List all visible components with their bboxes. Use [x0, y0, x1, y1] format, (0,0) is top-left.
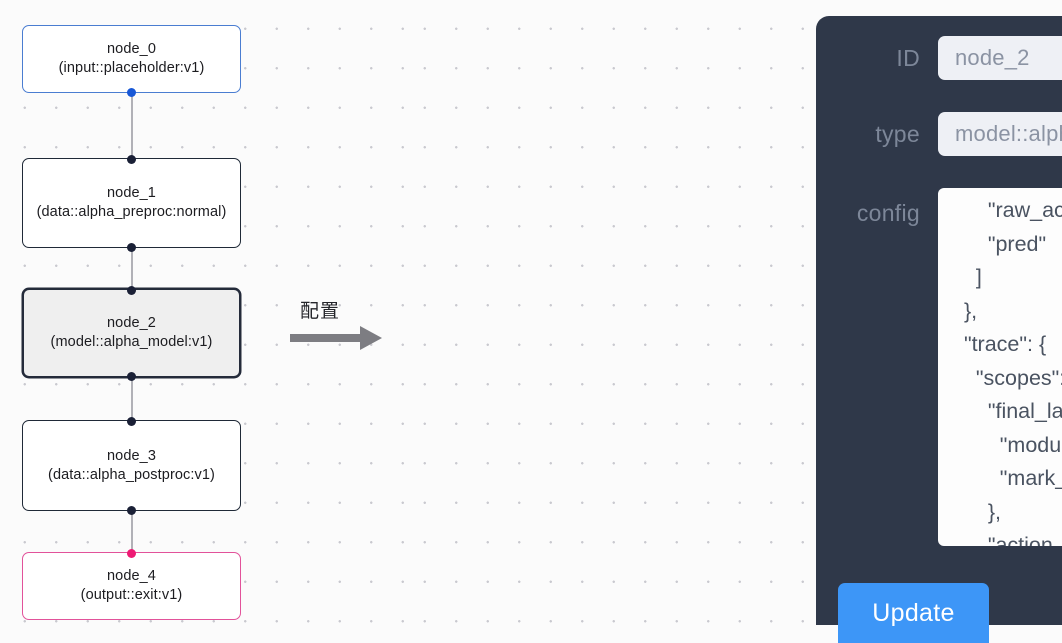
flow-node-node_2[interactable]: node_2(model::alpha_model:v1) [22, 285, 241, 381]
arrow-label: 配置 [300, 300, 341, 322]
flow-node-label: node_4(output::exit:v1) [80, 568, 183, 603]
config-textarea[interactable] [938, 188, 1062, 546]
node-handle-top-icon[interactable] [127, 154, 136, 164]
node-handle-top-icon[interactable] [127, 416, 136, 426]
edge-node2-node3 [131, 375, 133, 419]
node-handle-bottom-icon[interactable] [127, 242, 136, 252]
id-input[interactable] [938, 36, 1062, 80]
flow-node-label: node_3(data::alpha_postproc:v1) [48, 447, 215, 483]
field-row-config: config [816, 188, 1062, 546]
edge-node3-node4 [131, 510, 133, 552]
edge-node1-node2 [131, 247, 133, 297]
edge-node0-node1 [131, 89, 133, 161]
config-arrow-group: 配置 [288, 296, 400, 358]
node-handle-top-icon[interactable] [127, 548, 136, 558]
id-label: ID [896, 45, 920, 71]
type-input[interactable] [938, 112, 1062, 156]
flow-node-node_0[interactable]: node_0(input::placeholder:v1) [22, 25, 241, 97]
type-label: type [875, 121, 920, 147]
flow-canvas[interactable]: node_0(input::placeholder:v1) node_1(dat… [0, 0, 404, 643]
update-button[interactable]: Update [838, 583, 989, 643]
arrow-head-icon [360, 326, 382, 350]
arrow-shaft [290, 334, 362, 342]
config-editor[interactable] [938, 188, 1062, 546]
node-handle-top-icon[interactable] [127, 285, 136, 295]
field-row-type: type [816, 112, 1062, 156]
node-handle-bottom-icon[interactable] [127, 371, 136, 381]
panel-background: ID type config [404, 0, 1062, 643]
flow-node-node_4[interactable]: node_4(output::exit:v1) [22, 548, 241, 620]
flow-node-node_3[interactable]: node_3(data::alpha_postproc:v1) [22, 416, 241, 515]
flow-node-label: node_2(model::alpha_model:v1) [50, 315, 213, 350]
field-row-id: ID [816, 36, 1062, 80]
config-label: config [856, 200, 920, 226]
flow-node-label: node_0(input::placeholder:v1) [58, 41, 205, 76]
node-handle-bottom-icon[interactable] [127, 87, 136, 97]
flow-node-node_1[interactable]: node_1(data::alpha_preproc:normal) [22, 154, 241, 252]
flow-node-label: node_1(data::alpha_preproc:normal) [36, 185, 227, 220]
node-handle-bottom-icon[interactable] [127, 505, 136, 515]
node-config-panel: ID type config [816, 16, 1062, 643]
